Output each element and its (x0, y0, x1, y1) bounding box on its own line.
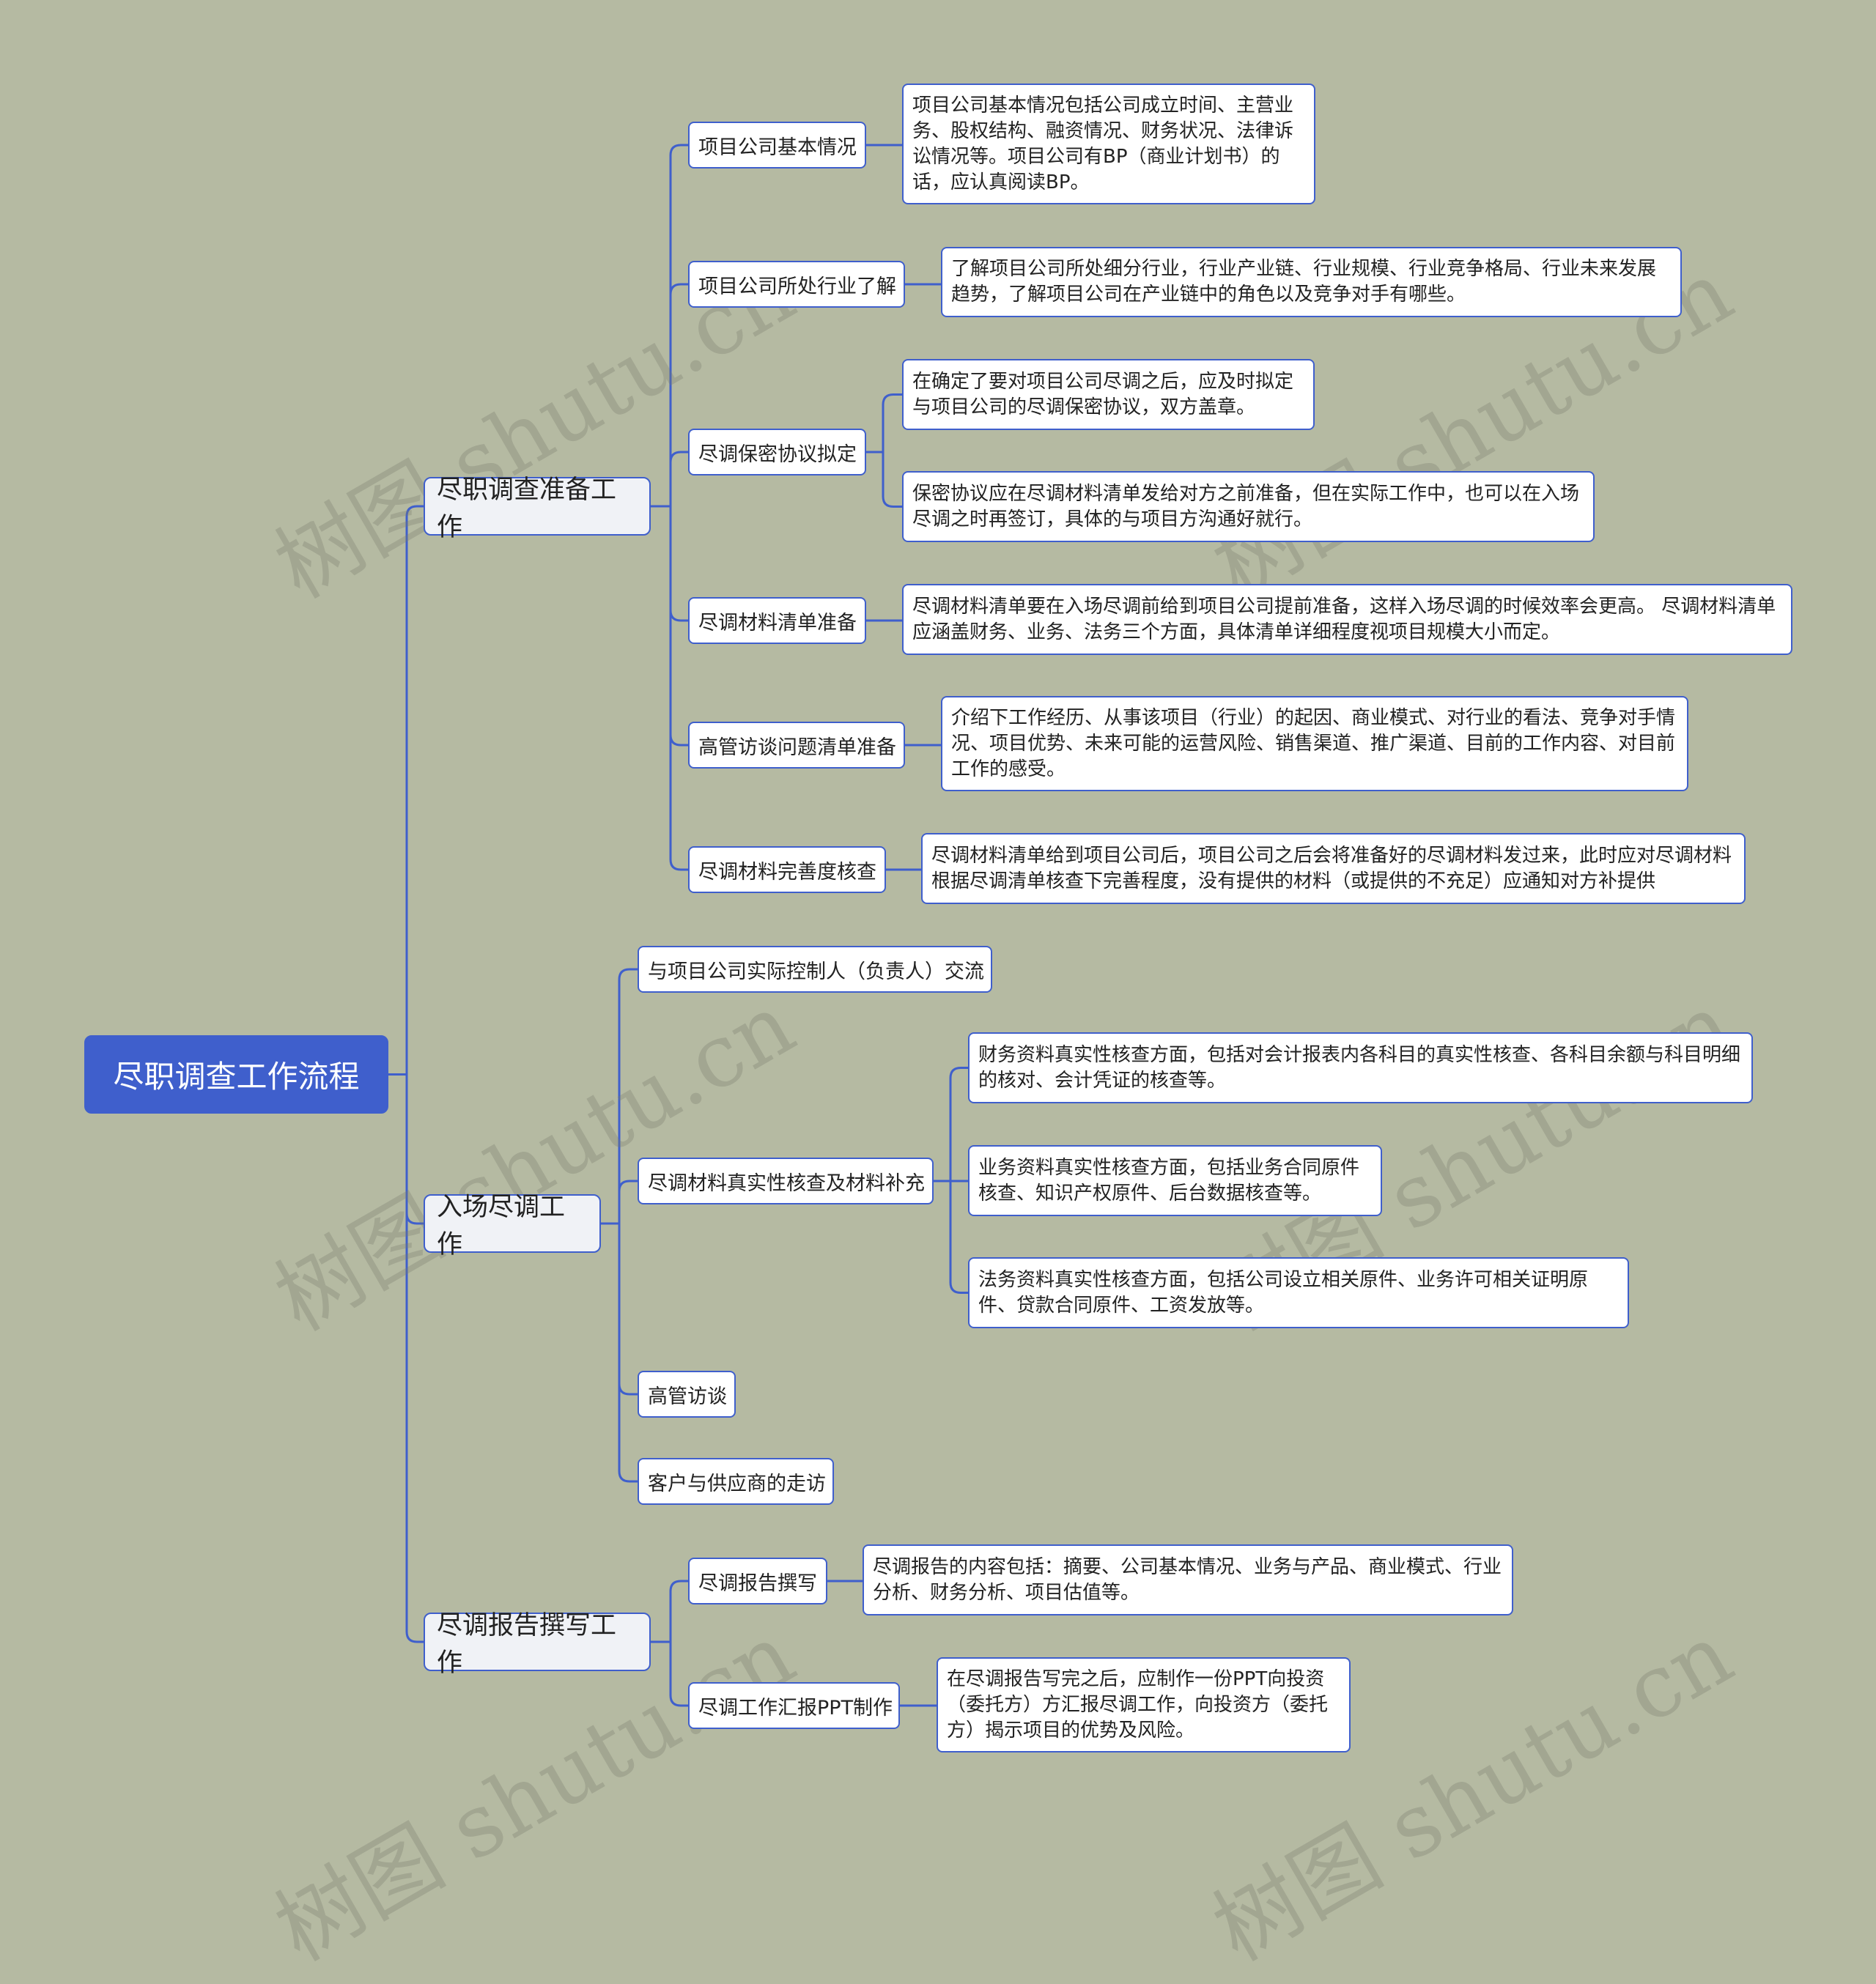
connector-line (949, 1181, 968, 1294)
connector-line (618, 1224, 638, 1483)
note-card: 尽调材料清单要在入场尽调前给到项目公司提前准备，这样入场尽调的时候效率会更高。 … (902, 584, 1792, 655)
branch-topic-text: 尽调报告撰写工作 (437, 1611, 617, 1678)
subtopic-text: 高管访谈 (648, 1385, 727, 1408)
connector-line (669, 144, 688, 506)
note-card: 尽调材料清单给到项目公司后，项目公司之后会将准备好的尽调材料发过来，此时应对尽调… (921, 833, 1746, 904)
subtopic[interactable]: 尽调报告撰写 (688, 1558, 827, 1604)
subtopic[interactable]: 高管访谈 (638, 1371, 736, 1418)
subtopic-text: 尽调材料真实性核查及材料补充 (648, 1171, 925, 1195)
connector-line (669, 1580, 688, 1642)
note-card-text: 尽调报告的内容包括：摘要、公司基本情况、业务与产品、商业模式、行业分析、财务分析… (873, 1555, 1502, 1604)
subtopic-text: 尽调材料完善度核查 (698, 860, 876, 884)
connector-lines (388, 144, 968, 1707)
subtopic-text: 与项目公司实际控制人（负责人）交流 (648, 960, 984, 983)
subtopic[interactable]: 尽调保密协议拟定 (688, 429, 866, 475)
branch-topic[interactable]: 尽调报告撰写工作 (424, 1611, 651, 1678)
note-card: 法务资料真实性核查方面，包括公司设立相关原件、业务许可相关证明原件、贷款合同原件… (968, 1257, 1629, 1328)
note-card-text: 法务资料真实性核查方面，包括公司设立相关原件、业务许可相关证明原件、贷款合同原件… (978, 1268, 1589, 1317)
connector-line (405, 1074, 424, 1225)
note-card-text: 了解项目公司所处细分行业，行业产业链、行业规模、行业竞争格局、行业未来发展趋势，… (951, 258, 1657, 306)
subtopic-text: 高管访谈问题清单准备 (698, 736, 896, 759)
root-topic-text: 尽职调查工作流程 (113, 1059, 360, 1095)
note-card-text: 在确定了要对项目公司尽调之后，应及时拟定与项目公司的尽调保密协议，双方盖章。 (912, 370, 1294, 418)
note-card: 业务资料真实性核查方面，包括业务合同原件核查、知识产权原件、后台数据核查等。 (968, 1145, 1382, 1216)
subtopic[interactable]: 尽调材料清单准备 (688, 597, 866, 644)
note-card: 财务资料真实性核查方面，包括对会计报表内各科目的真实性核查、各科目余额与科目明细… (968, 1032, 1753, 1103)
connector-line (405, 505, 424, 1075)
connector-line (669, 1642, 688, 1707)
branch-topic-text: 入场尽调工作 (437, 1193, 566, 1259)
note-card: 尽调报告的内容包括：摘要、公司基本情况、业务与产品、商业模式、行业分析、财务分析… (863, 1544, 1513, 1615)
connector-line (669, 506, 688, 747)
subtopic[interactable]: 尽调工作汇报PPT制作 (688, 1682, 900, 1729)
connector-line (669, 506, 688, 871)
connector-line (949, 1067, 968, 1181)
subtopic[interactable]: 高管访谈问题清单准备 (688, 722, 905, 769)
note-card: 介绍下工作经历、从事该项目（行业）的起因、商业模式、对行业的看法、竞争对手情况、… (941, 696, 1688, 791)
root-topic[interactable]: 尽职调查工作流程 (84, 1035, 388, 1114)
note-card-text: 尽调材料清单给到项目公司后，项目公司之后会将准备好的尽调材料发过来，此时应对尽调… (931, 844, 1732, 892)
branch-topic-text: 尽职调查准备工作 (437, 475, 617, 542)
note-card-text: 介绍下工作经历、从事该项目（行业）的起因、商业模式、对行业的看法、竞争对手情况、… (951, 706, 1676, 780)
subtopic-text: 尽调工作汇报PPT制作 (698, 1696, 893, 1720)
connector-line (618, 968, 638, 1224)
subtopic[interactable]: 项目公司基本情况 (688, 122, 866, 169)
note-card-text: 尽调材料清单要在入场尽调前给到项目公司提前准备，这样入场尽调的时候效率会更高。 … (912, 595, 1776, 643)
subtopic-text: 项目公司基本情况 (698, 136, 857, 159)
note-card: 项目公司基本情况包括公司成立时间、主营业务、股权结构、融资情况、财务状况、法律诉… (902, 84, 1315, 204)
connector-line (669, 451, 688, 506)
branch-topic[interactable]: 入场尽调工作 (424, 1193, 601, 1259)
note-card-text: 项目公司基本情况包括公司成立时间、主营业务、股权结构、融资情况、财务状况、法律诉… (912, 94, 1294, 193)
note-card: 了解项目公司所处细分行业，行业产业链、行业规模、行业竞争格局、行业未来发展趋势，… (941, 247, 1682, 317)
note-card-text: 业务资料真实性核查方面，包括业务合同原件核查、知识产权原件、后台数据核查等。 (978, 1156, 1360, 1204)
note-card-text: 在尽调报告写完之后，应制作一份PPT向投资（委托方）方汇报尽调工作，向投资方（委… (947, 1667, 1329, 1741)
connector-line (882, 452, 902, 508)
note-card-text: 保密协议应在尽调材料清单发给对方之前准备，但在实际工作中，也可以在入场尽调之时再… (912, 482, 1580, 530)
connector-line (405, 1074, 424, 1643)
connector-line (618, 1224, 638, 1396)
subtopic-text: 尽调报告撰写 (698, 1572, 817, 1595)
connector-line (669, 283, 688, 506)
subtopic[interactable]: 项目公司所处行业了解 (688, 261, 905, 308)
subtopic[interactable]: 尽调材料完善度核查 (688, 846, 886, 893)
note-card-text: 财务资料真实性核查方面，包括对会计报表内各科目的真实性核查、各科目余额与科目明细… (978, 1043, 1741, 1092)
subtopic-text: 项目公司所处行业了解 (698, 275, 896, 298)
subtopic-text: 尽调材料清单准备 (698, 611, 857, 634)
connector-line (882, 393, 902, 452)
subtopic[interactable]: 客户与供应商的走访 (638, 1458, 834, 1505)
connector-line (669, 506, 688, 622)
subtopic[interactable]: 与项目公司实际控制人（负责人）交流 (638, 946, 992, 993)
note-card: 在尽调报告写完之后，应制作一份PPT向投资（委托方）方汇报尽调工作，向投资方（委… (937, 1657, 1351, 1752)
subtopic-text: 尽调保密协议拟定 (698, 443, 857, 466)
note-card: 在确定了要对项目公司尽调之后，应及时拟定与项目公司的尽调保密协议，双方盖章。 (902, 359, 1315, 430)
subtopic[interactable]: 尽调材料真实性核查及材料补充 (638, 1158, 934, 1204)
subtopic-text: 客户与供应商的走访 (648, 1472, 826, 1495)
branch-topic[interactable]: 尽职调查准备工作 (424, 475, 651, 542)
connector-line (618, 1180, 638, 1224)
note-card: 保密协议应在尽调材料清单发给对方之前准备，但在实际工作中，也可以在入场尽调之时再… (902, 471, 1595, 542)
